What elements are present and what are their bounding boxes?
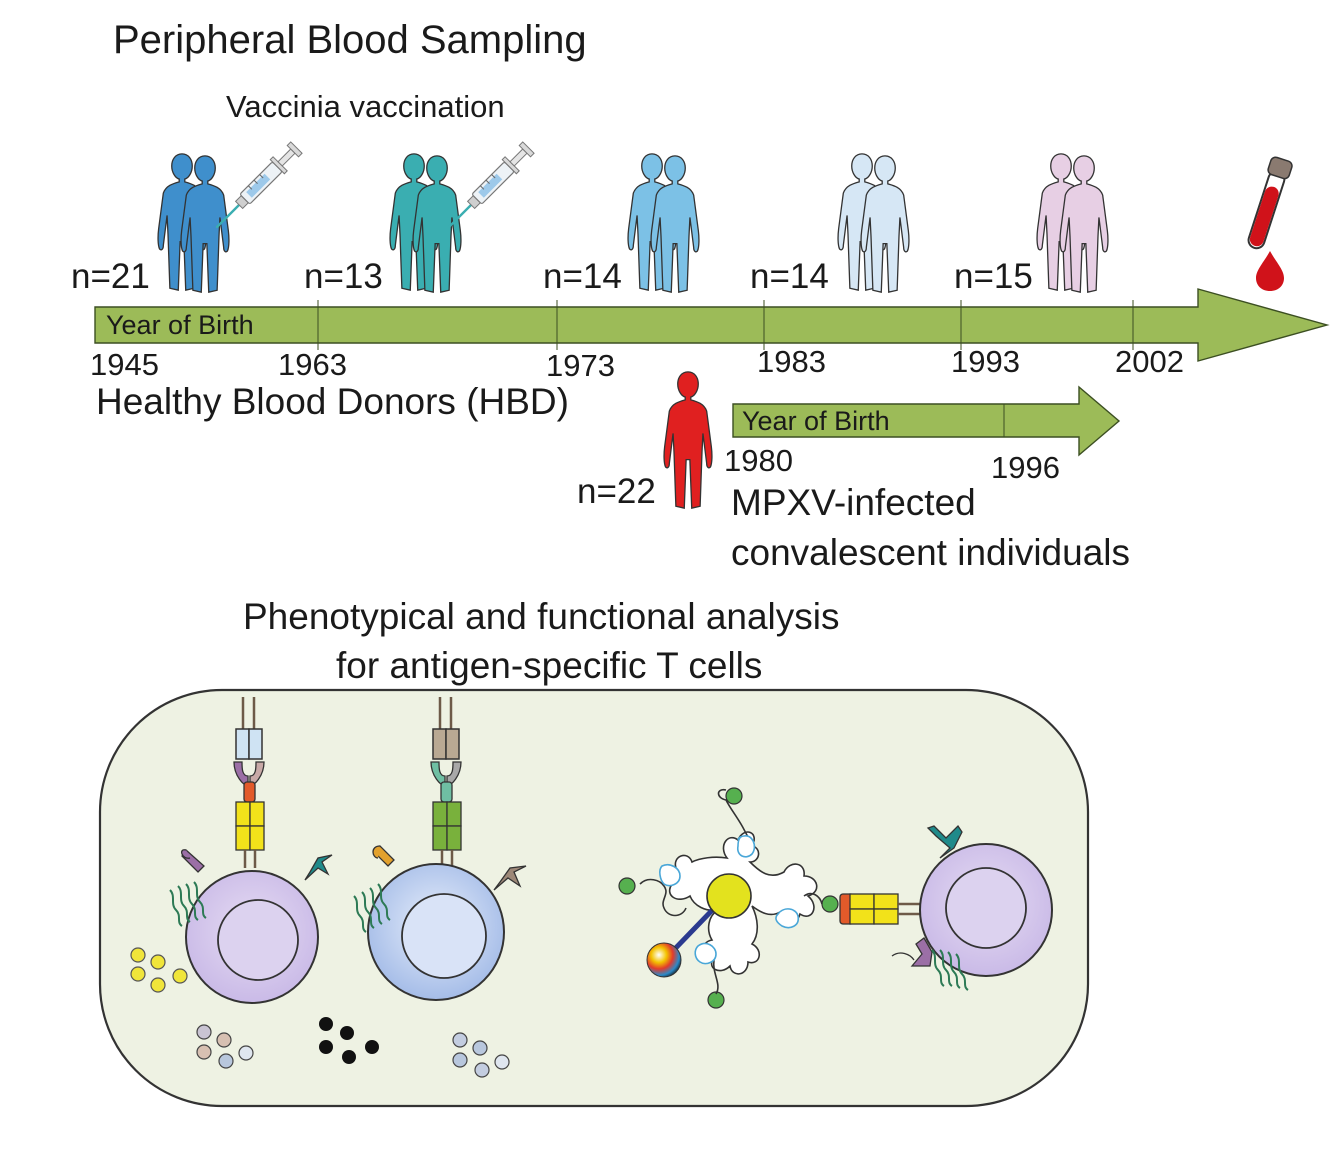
analysis-title-line1: Phenotypical and functional analysis [243,596,840,637]
cytokine-dots-pastel-1 [196,1024,254,1069]
hbd-label: Healthy Blood Donors (HBD) [96,381,569,422]
hbd-group-4: n=14 [750,153,910,296]
analysis-title-line2: for antigen-specific T cells [336,645,762,686]
blood-tube-icon [1247,156,1293,250]
antigen-presenting-cell [618,787,839,1009]
hbd-arrow-label: Year of Birth [106,310,254,340]
hbd-year-ticks [317,300,1134,350]
cytokine-dots-black [319,1017,379,1064]
vaccination-label: Vaccinia vaccination [226,89,505,124]
cytokine-dots-yellow [130,947,188,993]
year-label-1983: 1983 [757,344,826,379]
mpxv-count: n=22 [577,472,656,511]
analysis-panel [98,688,1090,1108]
year-label-1993: 1993 [951,344,1020,379]
group-count: n=13 [304,257,383,296]
mpxv-year-1996: 1996 [991,450,1060,485]
figure-title: Peripheral Blood Sampling [113,18,587,62]
t-cell-1 [169,697,333,1004]
group-count: n=21 [71,257,150,296]
hbd-group-3: n=14 [543,153,700,296]
mpxv-year-1980: 1980 [724,443,793,478]
hbd-group-1: n=21 [71,139,305,296]
mpxv-arrow-label: Year of Birth [742,406,890,436]
year-label-1963: 1963 [278,347,347,382]
mpxv-label-line2: convalescent individuals [731,532,1130,573]
hbd-timeline-arrow [94,288,1330,362]
mpxv-label-line1: MPXV-infected [731,482,976,523]
year-label-1973: 1973 [546,348,615,383]
mpxv-timeline-arrow [732,385,1121,457]
group-count: n=15 [954,257,1033,296]
hbd-group-5: n=15 [954,153,1109,296]
syringe-icon [216,139,305,228]
mpxv-person-icon [663,371,713,509]
t-cell-3 [891,824,1053,991]
cytokine-dots-pastel-2 [452,1032,510,1078]
t-cell-2 [353,697,527,1001]
group-count: n=14 [543,257,622,296]
year-label-2002: 2002 [1115,344,1184,379]
tcr-pmhc-complex [839,893,922,925]
group-count: n=14 [750,257,829,296]
syringe-icon [448,139,537,228]
year-label-1945: 1945 [90,347,159,382]
blood-drop-icon [1256,251,1284,291]
hbd-group-2: n=13 [304,139,537,296]
